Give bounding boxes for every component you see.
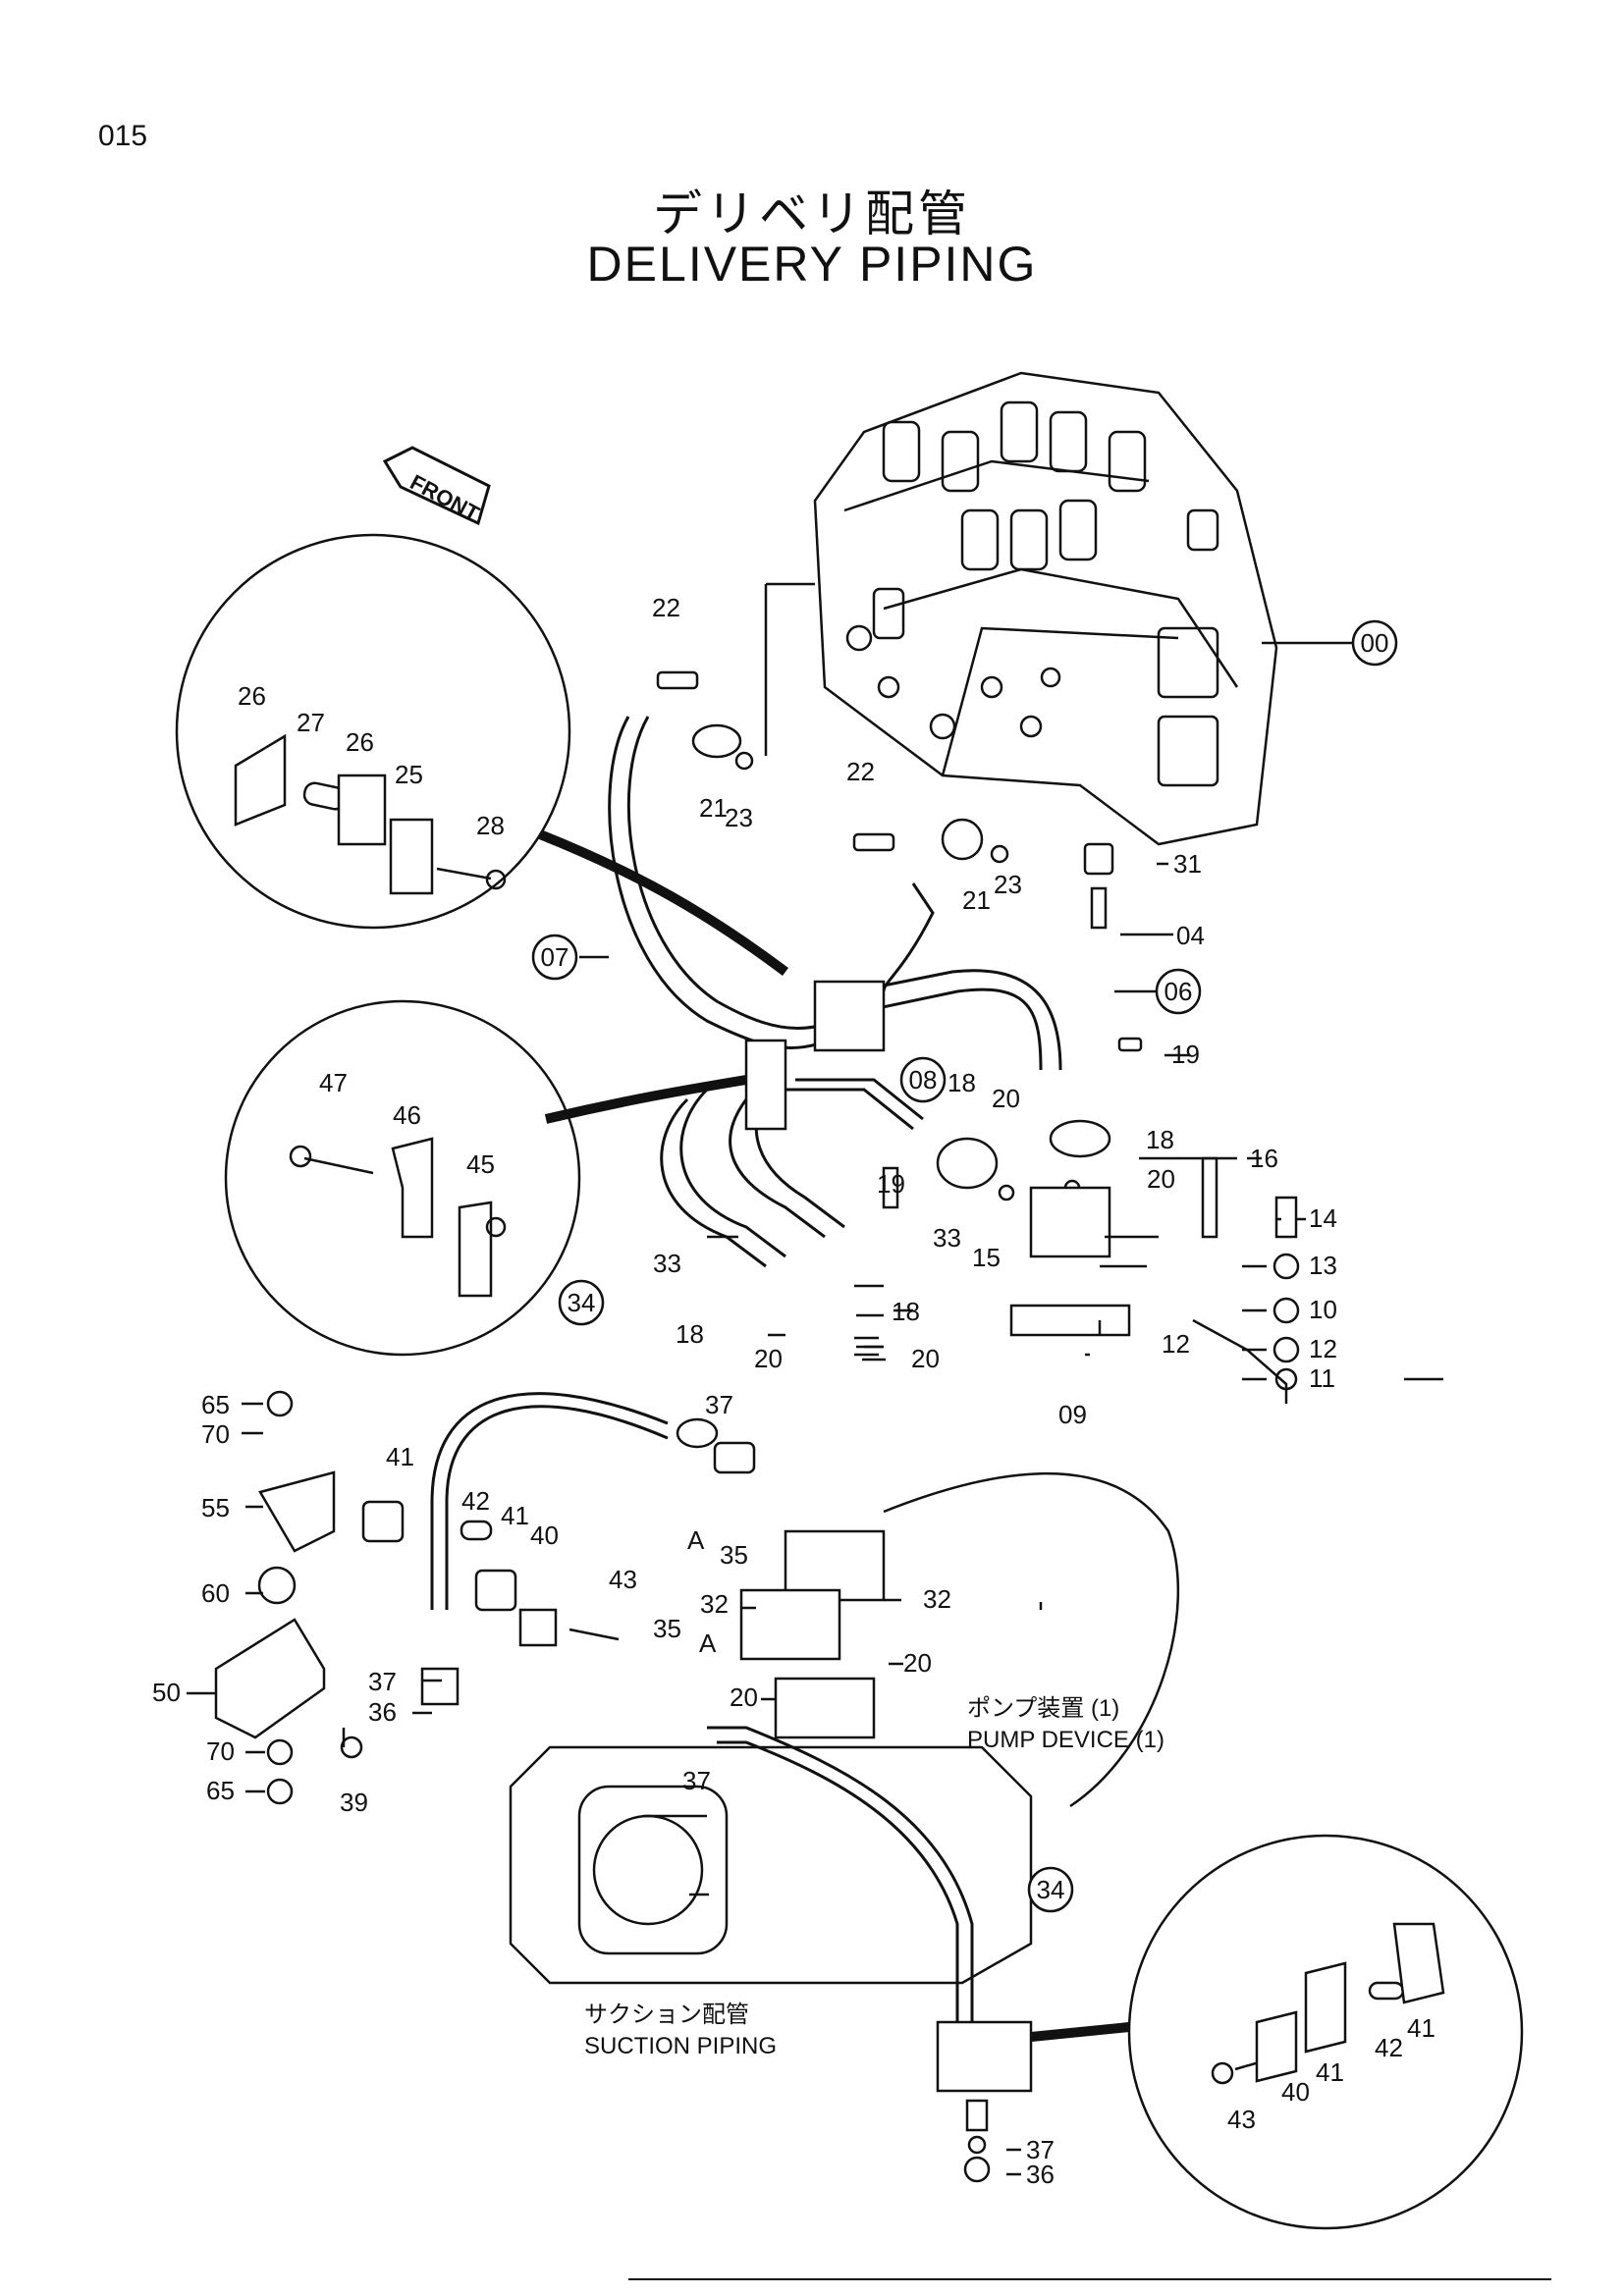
detail-circle-upper bbox=[175, 533, 571, 930]
part-label: 19 bbox=[1171, 1040, 1200, 1069]
control-valve-body bbox=[813, 371, 1278, 846]
part-label: 20 bbox=[903, 1648, 932, 1678]
part-label: 10 bbox=[1309, 1295, 1337, 1324]
part-label: 37 bbox=[705, 1390, 733, 1419]
callout-07: 07 bbox=[531, 934, 578, 981]
callout-34-upper-label: 34 bbox=[568, 1288, 596, 1317]
part-label: 37 bbox=[368, 1667, 397, 1696]
part-label: 18 bbox=[892, 1297, 920, 1326]
title-english: DELIVERY PIPING bbox=[586, 237, 1038, 292]
part-label: 20 bbox=[1147, 1164, 1175, 1194]
part-label: 40 bbox=[1281, 2077, 1310, 2107]
callout-00-label: 00 bbox=[1361, 628, 1389, 658]
part-label: 39 bbox=[340, 1788, 368, 1817]
part-label: 41 bbox=[386, 1442, 414, 1471]
part-label: 09 bbox=[1058, 1400, 1087, 1429]
pump-device-en: PUMP DEVICE (1) bbox=[967, 1727, 1164, 1753]
callout-00: 00 bbox=[1351, 619, 1398, 667]
pump-device-jp: ポンプ装置 (1) bbox=[967, 1695, 1119, 1722]
callout-08: 08 bbox=[899, 1056, 947, 1103]
part-label: 15 bbox=[972, 1243, 1001, 1272]
part-label: 45 bbox=[466, 1149, 495, 1179]
part-label: 41 bbox=[1316, 2057, 1344, 2087]
part-label: 31 bbox=[1173, 849, 1202, 879]
callout-06: 06 bbox=[1155, 968, 1202, 1015]
part-label: 36 bbox=[368, 1697, 397, 1727]
part-label: 26 bbox=[238, 681, 266, 711]
part-label: 35 bbox=[720, 1540, 748, 1570]
part-label: 37 bbox=[1026, 2135, 1055, 2164]
part-label: 35 bbox=[653, 1614, 681, 1643]
part-label: 12 bbox=[1309, 1334, 1337, 1363]
part-label: 32 bbox=[700, 1589, 729, 1619]
part-label: 13 bbox=[1309, 1251, 1337, 1280]
part-label: 55 bbox=[201, 1493, 230, 1522]
part-label: 60 bbox=[201, 1578, 230, 1608]
part-label: 65 bbox=[201, 1390, 230, 1419]
part-label: 20 bbox=[911, 1344, 940, 1373]
part-label: 11 bbox=[1309, 1363, 1335, 1393]
part-label: 46 bbox=[393, 1100, 421, 1130]
part-label: 33 bbox=[653, 1249, 681, 1278]
part-label: 27 bbox=[297, 708, 325, 737]
suction-piping-en: SUCTION PIPING bbox=[584, 2033, 777, 2059]
part-label: 40 bbox=[530, 1521, 559, 1550]
callout-07-label: 07 bbox=[541, 942, 569, 972]
part-label: 26 bbox=[346, 727, 374, 757]
part-label: 20 bbox=[754, 1344, 783, 1373]
part-label: 25 bbox=[395, 760, 423, 789]
part-label: 37 bbox=[682, 1766, 711, 1795]
part-label: 22 bbox=[846, 757, 875, 786]
part-label: 33 bbox=[933, 1223, 961, 1253]
callout-34-lower-label: 34 bbox=[1037, 1875, 1065, 1904]
callout-06-label: 06 bbox=[1164, 977, 1193, 1006]
part-label: 12 bbox=[1162, 1329, 1190, 1359]
part-label: 50 bbox=[152, 1678, 181, 1707]
part-label: 21 bbox=[962, 885, 991, 915]
page-number: 015 bbox=[98, 120, 148, 152]
part-label: 28 bbox=[476, 811, 505, 840]
part-label: 32 bbox=[923, 1584, 951, 1614]
part-label: 18 bbox=[1146, 1125, 1174, 1154]
part-label: 22 bbox=[652, 593, 680, 622]
callout-34-upper: 34 bbox=[558, 1279, 605, 1326]
callout-08-label: 08 bbox=[909, 1065, 938, 1095]
detail-circle-middle bbox=[224, 999, 581, 1357]
part-label: 36 bbox=[1026, 2160, 1055, 2189]
view-marker-a: A bbox=[699, 1629, 717, 1658]
part-label: 70 bbox=[201, 1419, 230, 1449]
part-label: 20 bbox=[992, 1084, 1020, 1113]
part-label: 18 bbox=[947, 1068, 976, 1097]
part-label: 04 bbox=[1176, 921, 1205, 950]
part-label: 47 bbox=[319, 1068, 348, 1097]
front-arrow-icon: FRONT bbox=[382, 446, 491, 526]
part-label: 19 bbox=[877, 1169, 905, 1199]
part-label: 70 bbox=[206, 1736, 235, 1766]
part-label: 23 bbox=[725, 803, 753, 832]
part-label: 42 bbox=[461, 1486, 490, 1516]
part-label: 16 bbox=[1250, 1144, 1278, 1173]
part-label: 14 bbox=[1309, 1203, 1337, 1233]
part-label: 43 bbox=[609, 1565, 637, 1594]
part-label: 41 bbox=[501, 1501, 529, 1530]
part-label: 23 bbox=[994, 870, 1022, 899]
part-label: 65 bbox=[206, 1776, 235, 1805]
suction-piping-jp: サクション配管 bbox=[584, 2002, 749, 2028]
part-label: 42 bbox=[1375, 2033, 1403, 2062]
part-label: 43 bbox=[1227, 2105, 1256, 2134]
callout-34-lower: 34 bbox=[1027, 1866, 1074, 1913]
view-marker-a: A bbox=[687, 1525, 705, 1555]
part-label: 18 bbox=[676, 1319, 704, 1349]
part-label: 20 bbox=[730, 1682, 758, 1712]
title-japanese: デリベリ配管 bbox=[653, 187, 971, 241]
part-label: 41 bbox=[1407, 2013, 1435, 2043]
part-label: 21 bbox=[699, 793, 728, 823]
